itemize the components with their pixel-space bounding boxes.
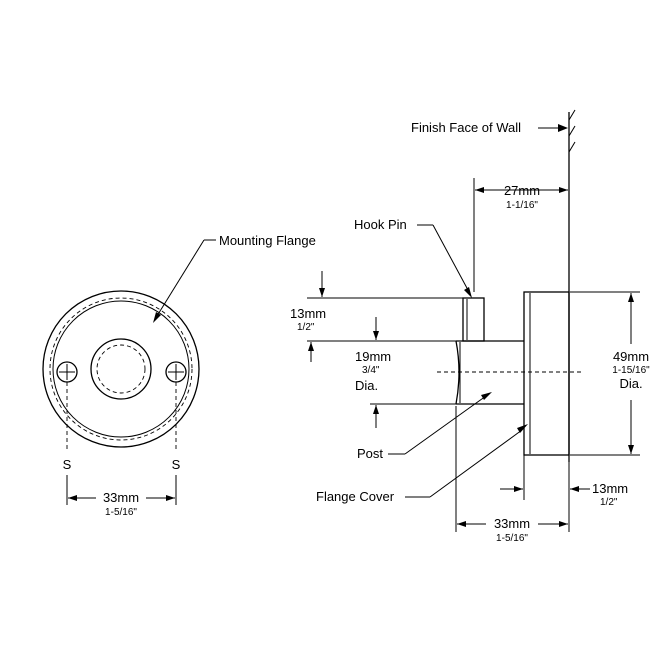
flange-inner-circle <box>49 297 193 441</box>
pin-height-mm: 13mm <box>290 306 326 321</box>
post-dia-mm: 19mm <box>355 349 391 364</box>
screw-hole-left <box>56 361 78 452</box>
post-label: Post <box>357 446 383 461</box>
base-width-in: 1-5/16" <box>496 533 528 544</box>
flange-inner-ring <box>52 300 190 438</box>
hook-pin <box>462 297 485 342</box>
hook-pin-arrow <box>464 287 472 298</box>
flange-dia-in: 1-15/16" <box>612 365 650 376</box>
screw-label-left: S <box>63 457 72 472</box>
pin-height-in: 1/2" <box>297 322 315 333</box>
flange-outer-circle <box>42 290 200 448</box>
flange-thick-in: 1/2" <box>600 497 618 508</box>
center-hole-outer <box>90 338 152 400</box>
screw-label-right: S <box>172 457 181 472</box>
screw-hole-right <box>165 361 187 452</box>
center-hole-inner <box>96 344 146 394</box>
post-arrow <box>481 392 492 400</box>
flange-dia-suffix: Dia. <box>619 376 642 391</box>
depth-mm: 27mm <box>504 183 540 198</box>
front-view: S S Mounting Flange 33mm 1-5/16" <box>42 233 316 518</box>
flange-dia-mm: 49mm <box>613 349 649 364</box>
hook-pin-label: Hook Pin <box>354 217 407 232</box>
front-width-mm: 33mm <box>103 490 139 505</box>
flange-cover-arrow <box>517 424 528 433</box>
flange-thick-mm: 13mm <box>592 481 628 496</box>
post-dia-in: 3/4" <box>362 365 380 376</box>
mounting-flange-arrow <box>153 312 161 323</box>
finish-face-label: Finish Face of Wall <box>411 120 521 135</box>
finish-face-arrow <box>558 124 568 132</box>
flange-cover <box>523 291 570 456</box>
flange-cover-label: Flange Cover <box>316 489 395 504</box>
side-view: Finish Face of Wall 27mm 1-1/16" Hook Pi… <box>290 109 650 544</box>
mounting-flange-label: Mounting Flange <box>219 233 316 248</box>
front-width-in: 1-5/16" <box>105 507 137 518</box>
post-dia-suffix: Dia. <box>355 378 378 393</box>
depth-in: 1-1/16" <box>506 200 538 211</box>
base-width-mm: 33mm <box>494 516 530 531</box>
post-end <box>455 340 460 405</box>
